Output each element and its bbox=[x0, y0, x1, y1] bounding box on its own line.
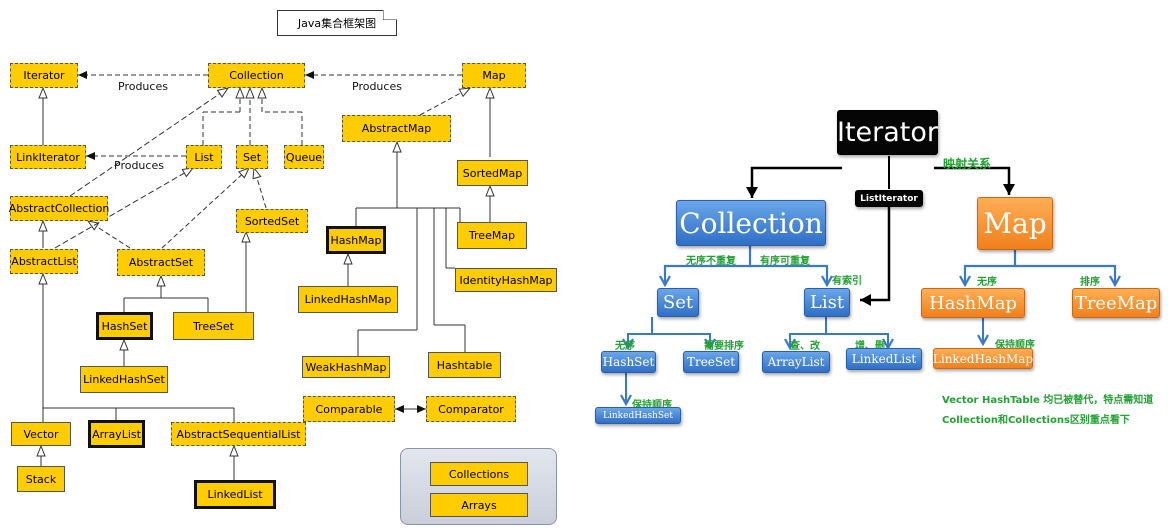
indexed-label: 有索引 bbox=[832, 276, 862, 287]
map-sorted-label: 排序 bbox=[1080, 277, 1100, 288]
linkedlist-box: LinkedList bbox=[846, 348, 922, 370]
linkedlist-node: LinkedList bbox=[194, 480, 276, 509]
diagram-title: Java集合框架图 bbox=[277, 10, 397, 36]
abstractsequentiallist-node: AbstractSequentialList bbox=[171, 422, 306, 446]
add-delete-label: 增、删 bbox=[855, 341, 885, 352]
set-box: Set bbox=[657, 288, 699, 317]
arrays-node: Arrays bbox=[430, 493, 528, 517]
hashtable-node: Hashtable bbox=[428, 352, 501, 378]
arraylist-node: ArrayList bbox=[88, 420, 145, 448]
treemap-node: TreeMap bbox=[457, 222, 527, 249]
abstractcollection-node: AbstractCollection bbox=[9, 196, 109, 221]
produces-label: Produces bbox=[352, 80, 402, 93]
abstractmap-node: AbstractMap bbox=[342, 115, 451, 142]
abstractset-node: AbstractSet bbox=[117, 249, 205, 276]
keep-order-set-label: 保持顺序 bbox=[632, 400, 672, 411]
hashmap-node: HashMap bbox=[326, 226, 386, 254]
query-modify-label: 查、改 bbox=[790, 341, 820, 352]
produces-label: Produces bbox=[118, 80, 168, 93]
weakhashmap-node: WeakHashMap bbox=[302, 356, 390, 378]
queue-node: Queue bbox=[284, 145, 324, 169]
abstractlist-node: AbstractList bbox=[10, 249, 78, 274]
treemap-box: TreeMap bbox=[1072, 288, 1160, 318]
hashset-node: HashSet bbox=[96, 312, 153, 340]
list-node: List bbox=[186, 145, 222, 169]
note-fold-icon bbox=[383, 10, 397, 20]
sortedset-node: SortedSet bbox=[236, 209, 308, 233]
arraylist-box: ArrayList bbox=[762, 351, 830, 373]
vector-node: Vector bbox=[11, 422, 71, 446]
set-node: Set bbox=[236, 145, 268, 169]
unordered-no-duplicate-label: 无序不重复 bbox=[686, 256, 736, 267]
linkiterator-node: LinkIterator bbox=[10, 145, 86, 169]
stack-node: Stack bbox=[17, 466, 65, 492]
map-unordered-label: 无序 bbox=[977, 277, 997, 288]
collection-node: Collection bbox=[208, 63, 305, 88]
mapping-label: 映射关系 bbox=[943, 157, 992, 171]
collections-node: Collections bbox=[430, 462, 528, 486]
map-box: Map bbox=[977, 197, 1053, 250]
map-node: Map bbox=[462, 63, 526, 88]
keep-order-map-label: 保持顺序 bbox=[995, 340, 1035, 351]
linkedhashset-node: LinkedHashSet bbox=[80, 366, 168, 393]
produces-label: Produces bbox=[114, 159, 164, 172]
note-line-1: Vector HashTable 均已被替代，特点需知道 bbox=[942, 395, 1154, 406]
collection-box: Collection bbox=[676, 200, 826, 246]
sortedmap-node: SortedMap bbox=[457, 160, 528, 186]
comparator-node: Comparator bbox=[426, 396, 516, 422]
hashset-box: HashSet bbox=[601, 351, 656, 373]
listiterator-box: ListIterator bbox=[855, 190, 923, 207]
linkedhashmap-node: LinkedHashMap bbox=[298, 286, 398, 313]
treeset-box: TreeSet bbox=[683, 351, 739, 373]
iterator-node: Iterator bbox=[10, 63, 78, 88]
note-line-2: Collection和Collections区别重点看下 bbox=[942, 415, 1130, 426]
treeset-node: TreeSet bbox=[173, 312, 254, 340]
need-sort-label: 需要排序 bbox=[704, 341, 744, 352]
set-unordered-label: 无序 bbox=[615, 341, 635, 352]
identityhashmap-node: IdentityHashMap bbox=[455, 268, 557, 292]
linkedhashset-box: LinkedHashSet bbox=[595, 407, 681, 424]
comparable-node: Comparable bbox=[303, 396, 395, 422]
hashmap-box: HashMap bbox=[921, 288, 1025, 318]
list-box: List bbox=[804, 288, 850, 317]
iterator-box: Iterator bbox=[837, 110, 938, 155]
ordered-duplicate-label: 有序可重复 bbox=[760, 256, 810, 267]
linkedhashmap-box: LinkedHashMap bbox=[933, 348, 1033, 369]
